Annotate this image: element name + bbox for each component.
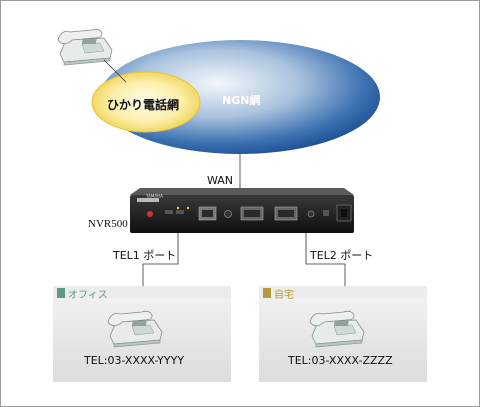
hikari-network-cloud: [91, 71, 201, 133]
home-room-label: 自宅: [274, 289, 294, 301]
office-tel-number: TEL:03-XXXX-YYYY: [84, 354, 185, 367]
home-tel-number: TEL:03-XXXX-ZZZZ: [288, 354, 393, 367]
telephone-icon: [57, 28, 113, 66]
router-brand-label: YAMAHA: [145, 194, 163, 199]
tel1-port-label: TEL1 ポート: [113, 249, 177, 262]
router-icon: [130, 188, 354, 233]
home-room-header: 自宅: [263, 286, 294, 301]
office-room-label: オフィス: [68, 289, 108, 301]
tel2-port-label: TEL2 ポート: [310, 249, 374, 262]
hikari-network-label: ひかり電話網: [107, 98, 180, 112]
home-marker: [263, 288, 271, 298]
wan-label: WAN: [207, 174, 234, 187]
office-room-header: オフィス: [57, 286, 108, 301]
office-marker: [57, 288, 65, 298]
ngn-network-label: NGN網: [222, 94, 261, 107]
router-model-label: NVR500: [88, 218, 128, 230]
